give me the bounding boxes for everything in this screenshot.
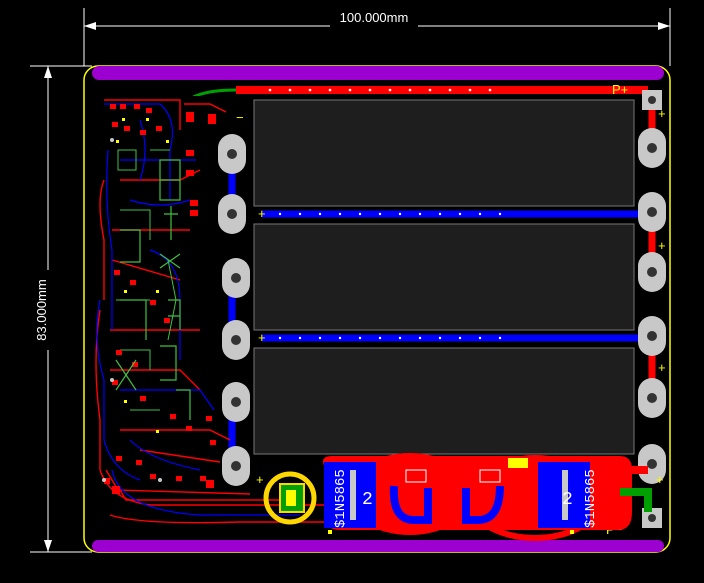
- pad-drill-marks: [227, 143, 657, 471]
- battery-cell-3: [253, 347, 635, 455]
- plus-mark: +: [256, 472, 264, 487]
- plus-mark: +: [658, 106, 666, 121]
- polarity-marks: + + + + + + + −: [236, 106, 666, 487]
- width-dimension-label: 100.000mm: [340, 10, 409, 25]
- height-dimension: 83.000mm: [30, 65, 92, 553]
- plus-mark: +: [258, 206, 266, 221]
- battery-cells: [253, 99, 635, 455]
- height-dimension-label: 83.000mm: [34, 279, 49, 340]
- bottom-protection-area: $1N5865 $1N5865 2 2: [263, 453, 652, 541]
- battery-cell-1: [253, 99, 635, 207]
- plus-mark: +: [658, 238, 666, 253]
- battery-cell-2: [253, 223, 635, 331]
- minus-mark: −: [236, 110, 244, 125]
- bms-circuit-area: [95, 96, 330, 524]
- p-plus-label: P+: [612, 82, 628, 97]
- diode-right-label: $1N5865: [583, 469, 599, 528]
- bottom-edge-strip: [92, 540, 664, 552]
- cell-pads: [218, 128, 666, 486]
- plus-mark: +: [656, 472, 664, 487]
- capacitor-outline: [263, 471, 317, 525]
- plus-mark: +: [658, 360, 666, 375]
- diode-left-label: $1N5865: [333, 469, 349, 528]
- width-dimension: 100.000mm: [83, 8, 671, 66]
- top-edge-strip: [92, 66, 664, 80]
- diode-left-number: 2: [362, 490, 373, 510]
- diode-right-number: 2: [562, 490, 573, 510]
- plus-mark: +: [258, 330, 266, 345]
- terminal-p-plus[interactable]: P+: [612, 82, 662, 110]
